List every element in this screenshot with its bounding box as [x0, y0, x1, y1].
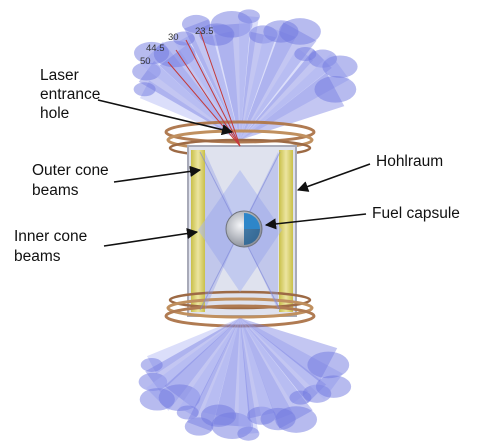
- angle-label-50: 50: [140, 56, 151, 67]
- beam-spot: [279, 18, 321, 45]
- beam-spot: [237, 9, 260, 24]
- beam-spot: [172, 31, 195, 46]
- laser-beam: [178, 318, 240, 418]
- angle-label-44-5: 44.5: [146, 43, 165, 54]
- laser-beam: [145, 318, 240, 393]
- beam-spot: [158, 384, 201, 411]
- laser-beam: [212, 22, 251, 141]
- laser-beam: [240, 25, 296, 141]
- laser-beam: [139, 80, 240, 140]
- arrow-inner-cone-beams: [103, 227, 199, 247]
- laser-beam: [240, 318, 294, 425]
- laser-beam: [240, 318, 327, 404]
- label-hohlraum: Hohlraum: [376, 153, 443, 170]
- laser-beam: [138, 60, 240, 140]
- laser-beam: [238, 318, 259, 435]
- label-laser-entrance-hole: Laser entrance hole: [40, 67, 105, 122]
- beam-spot: [138, 372, 168, 391]
- label-inner-cone-beams: Inner cone beams: [14, 228, 92, 265]
- right-wall: [279, 150, 293, 312]
- laser-beam: [184, 19, 240, 140]
- arrow-fuel-capsule: [264, 213, 367, 230]
- callout-arrows: [97, 99, 371, 247]
- label-outer-cone-beams: Outer cone beams: [32, 162, 113, 199]
- beam-spot: [275, 406, 318, 433]
- angle-label-23-5: 23.5: [195, 26, 214, 37]
- laser-beam: [201, 31, 240, 140]
- beam-spot: [307, 351, 350, 379]
- beam-spot: [140, 357, 163, 372]
- bottom-laser-rings: [164, 290, 316, 328]
- beam-spot: [132, 62, 161, 81]
- laser-beam: [240, 31, 276, 140]
- laser-beam: [140, 41, 240, 141]
- fuel-capsule: [225, 210, 263, 248]
- laser-beam: [147, 318, 240, 374]
- laser-beam: [240, 53, 350, 141]
- laser-beam: [240, 47, 314, 140]
- beam-spot: [133, 82, 156, 97]
- laser-beam: [186, 318, 240, 432]
- laser-beam: [240, 318, 309, 404]
- laser-beam: [202, 318, 240, 420]
- laser-beam: [240, 49, 332, 140]
- laser-beam: [213, 318, 252, 428]
- beam-spot: [314, 75, 357, 103]
- angle-label-30: 30: [168, 32, 179, 43]
- laser-beam: [240, 318, 343, 400]
- beam-spot: [153, 40, 196, 68]
- arrow-hohlraum: [296, 163, 371, 192]
- beam-spot: [237, 426, 260, 441]
- arrow-outer-cone-beams: [113, 165, 202, 183]
- beam-spot: [322, 55, 358, 78]
- beam-spot: [176, 405, 199, 420]
- beam-spot: [315, 375, 352, 398]
- top-beam-fan: [132, 9, 358, 141]
- laser-beam: [240, 318, 275, 419]
- arrow-laser-entrance-hole: [97, 99, 234, 136]
- laser-beam: [238, 15, 259, 140]
- bottom-beam-fan: [138, 318, 352, 441]
- label-fuel-capsule: Fuel capsule: [372, 205, 460, 222]
